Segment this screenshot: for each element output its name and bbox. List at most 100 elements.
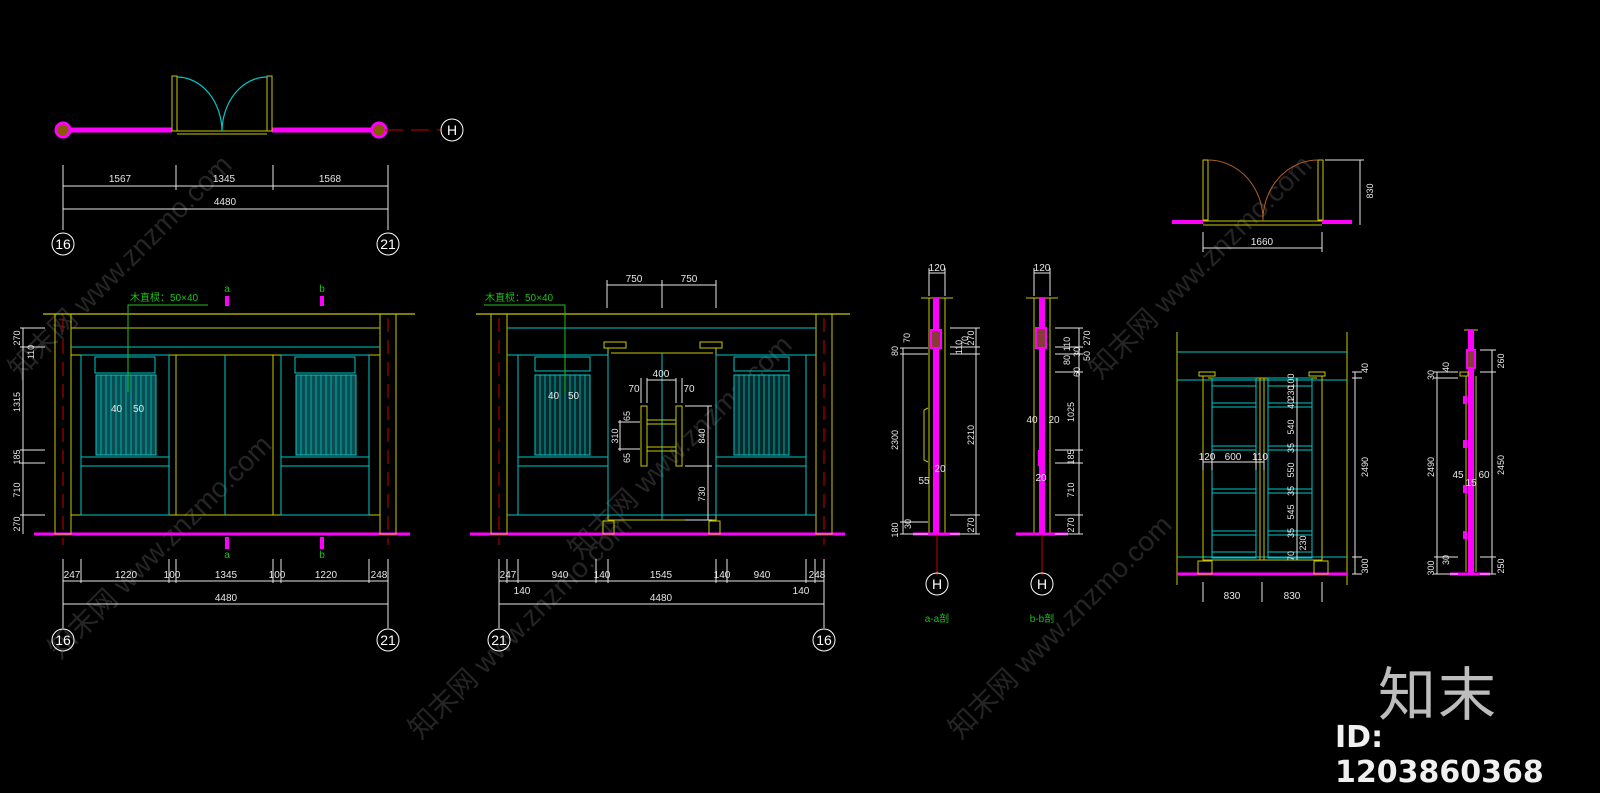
svg-text:70: 70 [628,384,640,395]
svg-text:16: 16 [816,632,832,648]
svg-text:600: 600 [1225,452,1242,463]
svg-text:710: 710 [12,482,22,497]
svg-text:110: 110 [1252,452,1268,463]
svg-text:185: 185 [1066,449,1076,464]
svg-text:120: 120 [929,263,946,274]
svg-text:b: b [319,284,325,295]
door-swing-arc-icon [176,76,223,132]
svg-text:21: 21 [380,236,396,252]
svg-text:270: 270 [966,517,976,532]
svg-text:110: 110 [954,340,964,354]
axis-bubble-16 [51,628,75,652]
svg-text:a: a [224,550,230,561]
svg-text:940: 940 [552,570,569,581]
axis-bubble-21 [376,628,400,652]
svg-text:250: 250 [1496,558,1506,573]
axis-bubble-16 [812,628,836,652]
svg-text:45: 45 [1452,470,1464,481]
svg-text:1567: 1567 [109,174,132,185]
svg-text:120: 120 [1034,263,1051,274]
svg-text:270: 270 [1066,517,1076,532]
brand-watermark-logo: 知末 [1378,661,1499,729]
svg-text:30: 30 [903,519,913,529]
svg-text:1315: 1315 [12,392,22,412]
svg-text:1345: 1345 [215,570,238,581]
svg-text:30: 30 [1072,347,1082,357]
svg-text:40: 40 [1360,363,1370,373]
svg-text:40: 40 [1441,362,1451,372]
svg-text:70: 70 [1286,551,1296,561]
svg-text:2210: 2210 [966,425,976,445]
svg-text:35: 35 [1286,528,1296,538]
svg-text:1545: 1545 [650,570,673,581]
svg-text:30: 30 [1441,555,1451,565]
svg-text:40: 40 [1026,415,1038,426]
axis-bubble-16 [51,232,75,256]
elevation-small: 120 600 110 100 230 40 540 35 550 35 545… [1176,332,1370,602]
plan-small: 1660 830 [1172,159,1375,252]
svg-text:1220: 1220 [115,570,138,581]
svg-text:100: 100 [1286,373,1296,388]
svg-text:20: 20 [934,464,946,475]
svg-text:540: 540 [1286,419,1296,434]
svg-text:940: 940 [754,570,771,581]
elevation-2: 木直棂：50×40 40 50 750 750 400 70 70 310 65… [470,274,850,652]
svg-text:16: 16 [55,236,71,252]
svg-text:120: 120 [1199,452,1216,463]
svg-text:2450: 2450 [1496,455,1506,475]
svg-text:230: 230 [1286,385,1296,400]
svg-text:545: 545 [1286,504,1296,519]
svg-text:180: 180 [890,522,900,537]
svg-text:40: 40 [1286,399,1296,409]
svg-text:260: 260 [1496,353,1506,368]
axis-bubble-h [440,118,464,142]
svg-text:247: 247 [500,570,517,581]
svg-text:110: 110 [1062,337,1072,351]
svg-text:1660: 1660 [1251,237,1274,248]
svg-text:270: 270 [1082,330,1092,345]
svg-text:400: 400 [653,369,670,380]
svg-text:16: 16 [55,632,71,648]
svg-text:248: 248 [371,570,388,581]
svg-text:2300: 2300 [890,430,900,450]
section-mark-b-icon [320,296,324,306]
svg-text:270: 270 [966,330,976,345]
svg-text:110: 110 [26,345,36,359]
svg-text:40: 40 [111,404,123,415]
svg-text:60: 60 [1478,470,1490,481]
svg-text:30: 30 [1426,370,1436,380]
svg-text:230: 230 [1298,535,1308,550]
svg-text:55: 55 [918,476,930,487]
axis-bubble-21 [376,232,400,256]
svg-text:70: 70 [960,336,970,346]
svg-text:300: 300 [1360,558,1370,573]
svg-text:木直棂：50×40: 木直棂：50×40 [130,291,199,304]
svg-text:100: 100 [164,570,181,581]
svg-text:H: H [932,576,942,592]
svg-text:830: 830 [1365,183,1375,198]
svg-text:20: 20 [1035,473,1047,484]
section-small: 40 30 2490 30 300 260 2450 250 45 60 15 [1426,329,1506,576]
svg-text:830: 830 [1284,591,1301,602]
door-handle-right-icon [675,405,683,467]
svg-text:140: 140 [714,570,731,581]
door-swing-arc-icon [221,76,268,132]
svg-text:2490: 2490 [1426,457,1436,477]
image-id-label: ID: 1203860368 [1335,720,1544,790]
svg-text:310: 310 [610,428,620,443]
svg-text:50: 50 [568,391,580,402]
section-bb: H 120 270 110 30 50 80 60 1025 185 710 2… [1016,263,1092,625]
column-left-icon [54,121,72,139]
svg-text:a: a [224,284,230,295]
svg-text:50: 50 [1082,351,1092,361]
section-mark-a-icon [225,296,229,306]
svg-text:830: 830 [1224,591,1241,602]
svg-text:300: 300 [1426,560,1436,575]
svg-text:65: 65 [622,411,632,421]
svg-text:知末网 www.znzmo.com: 知末网 www.znzmo.com [1082,149,1317,384]
plan-main: H 1567 1345 1568 4480 16 21 [51,75,464,256]
svg-text:20: 20 [1048,415,1060,426]
svg-text:2490: 2490 [1360,457,1370,477]
svg-text:247: 247 [64,570,81,581]
svg-text:65: 65 [622,453,632,463]
